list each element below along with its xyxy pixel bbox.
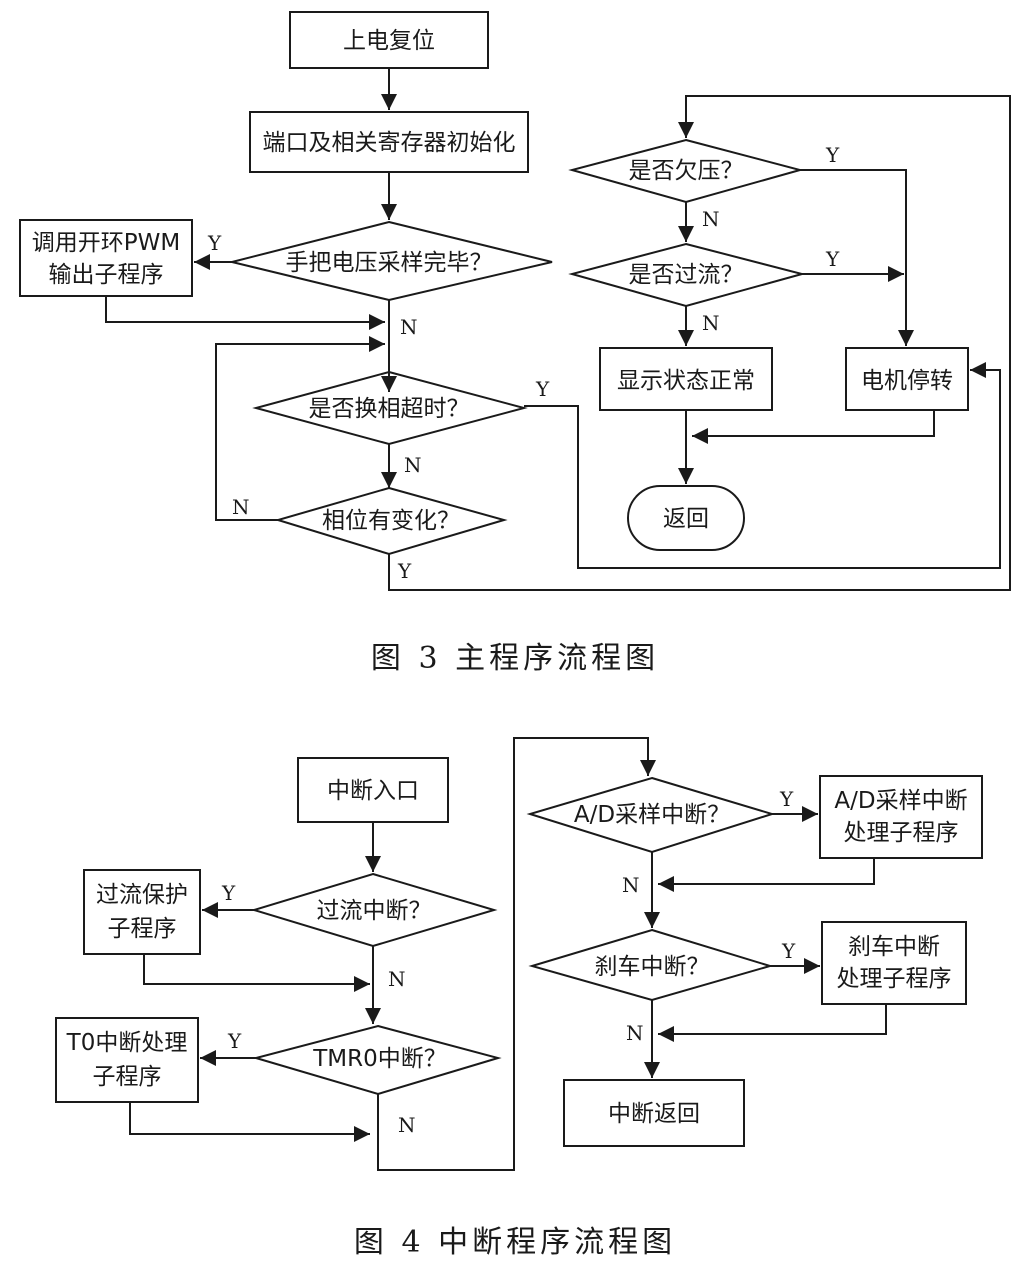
t0-handler-label-1: T0中断处理 <box>66 1030 188 1056</box>
isr-return-box: 中断返回 <box>563 1079 745 1147</box>
label-n-brake: N <box>626 1021 644 1045</box>
tmr0-int-label: TMR0中断？ <box>312 1046 447 1072</box>
label-y-tmr0: Y <box>227 1029 242 1053</box>
ad-int-label: A/D采样中断？ <box>574 802 730 828</box>
phase-change-label: 相位有变化？ <box>322 508 460 534</box>
brake-handler-label-2: 处理子程序 <box>837 966 952 992</box>
voltage-done-diamond: 手把电压采样完毕？ <box>231 220 553 302</box>
label-n-overcurrent: N <box>702 311 720 335</box>
power-reset-box: 上电复位 <box>289 11 489 69</box>
label-n-ad: N <box>622 873 640 897</box>
ad-handler-box: A/D采样中断 处理子程序 <box>819 775 983 859</box>
phase-change-diamond: 相位有变化？ <box>274 486 508 556</box>
return-terminator: 返回 <box>627 485 745 551</box>
init-box: 端口及相关寄存器初始化 <box>249 111 529 173</box>
show-normal-box: 显示状态正常 <box>599 347 773 411</box>
ad-handler-label-1: A/D采样中断 <box>834 788 967 814</box>
t0-handler-box: T0中断处理 子程序 <box>55 1017 199 1103</box>
undervolt-label: 是否欠压？ <box>629 158 744 184</box>
tmr0-int-diamond: TMR0中断？ <box>252 1024 502 1096</box>
oc-int-label: 过流中断？ <box>317 898 432 924</box>
arrow-phase-no-loop <box>215 336 385 521</box>
arrow-phase-yes <box>388 95 1011 591</box>
arrow-brake-handler-return <box>658 1004 887 1042</box>
overcurrent-label: 是否过流？ <box>629 262 744 288</box>
arrow-motor-to-return <box>692 410 935 444</box>
label-n-voltage: N <box>400 315 418 339</box>
show-normal-label: 显示状态正常 <box>617 368 755 394</box>
t0-handler-label-2: 子程序 <box>93 1064 162 1090</box>
figure-3-main-program-flowchart: 上电复位 端口及相关寄存器初始化 手把电压采样完毕？ Y 调用开环PWM 输出子… <box>19 11 1011 676</box>
arrow-oc-protect-return <box>143 954 370 992</box>
brake-int-diamond: 刹车中断？ <box>528 928 774 1002</box>
arrow-t0-return <box>129 1102 370 1142</box>
isr-entry-label: 中断入口 <box>327 778 419 804</box>
oc-int-diamond: 过流中断？ <box>250 872 498 948</box>
voltage-done-label: 手把电压采样完毕？ <box>286 250 493 276</box>
oc-protect-label-1: 过流保护 <box>96 882 188 908</box>
arrow-ad-handler-return <box>658 858 875 892</box>
oc-protect-box: 过流保护 子程序 <box>83 869 201 955</box>
overcurrent-diamond: 是否过流？ <box>568 242 806 308</box>
figure-3-caption: 图 3 主程序流程图 <box>371 641 659 676</box>
motor-stop-box: 电机停转 <box>845 347 969 411</box>
open-pwm-label-1: 调用开环PWM <box>32 230 180 256</box>
commute-timeout-label: 是否换相超时？ <box>309 396 470 422</box>
label-y-overcurrent: Y <box>825 247 840 271</box>
label-y-brake: Y <box>781 939 796 963</box>
brake-handler-box: 刹车中断 处理子程序 <box>821 921 967 1005</box>
label-y-ad: Y <box>779 787 794 811</box>
label-n-timeout: N <box>404 453 422 477</box>
oc-protect-label-2: 子程序 <box>108 916 177 942</box>
brake-handler-label-1: 刹车中断 <box>848 934 940 960</box>
ad-int-diamond: A/D采样中断？ <box>526 776 776 854</box>
figure-4-caption: 图 4 中断程序流程图 <box>354 1225 676 1260</box>
isr-return-label: 中断返回 <box>608 1101 700 1127</box>
isr-entry-box: 中断入口 <box>297 757 449 823</box>
label-n-undervolt: N <box>702 207 720 231</box>
label-n-phase: N <box>232 495 250 519</box>
ad-handler-label-2: 处理子程序 <box>844 820 959 846</box>
arrow-pwm-return <box>105 296 385 330</box>
label-y-oc: Y <box>221 881 236 905</box>
label-y-timeout: Y <box>535 377 550 401</box>
label-y-phase: Y <box>397 559 412 583</box>
label-y-voltage: Y <box>207 231 222 255</box>
power-reset-label: 上电复位 <box>343 28 435 54</box>
arrow-tmr0-no-connector <box>377 737 656 1171</box>
undervolt-diamond: 是否欠压？ <box>568 138 804 204</box>
return-label: 返回 <box>663 506 709 532</box>
arrow-undervolt-yes <box>800 169 914 346</box>
label-n-oc: N <box>388 967 406 991</box>
arrow-timeout-yes <box>524 362 1001 569</box>
open-pwm-label-2: 输出子程序 <box>49 262 164 288</box>
label-y-undervolt: Y <box>825 143 840 167</box>
commute-timeout-diamond: 是否换相超时？ <box>252 370 528 446</box>
label-n-tmr0: N <box>398 1113 416 1137</box>
motor-stop-label: 电机停转 <box>861 368 953 394</box>
init-label: 端口及相关寄存器初始化 <box>263 130 516 156</box>
brake-int-label: 刹车中断？ <box>595 954 710 980</box>
open-pwm-box: 调用开环PWM 输出子程序 <box>19 219 193 297</box>
figure-4-interrupt-flowchart: 中断入口 过流中断？ Y 过流保护 子程序 N TMR0中断？ Y T0中断处理 <box>55 737 983 1260</box>
